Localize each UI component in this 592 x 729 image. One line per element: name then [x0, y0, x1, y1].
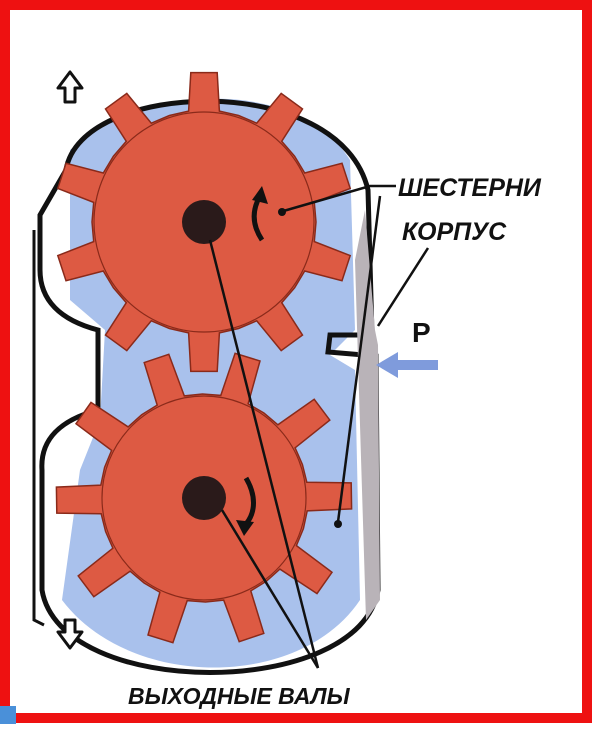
gear-tooth-dot [334, 520, 342, 528]
bottom-strip [0, 706, 16, 724]
label-output-shafts: ВЫХОДНЫЕ ВАЛЫ [128, 683, 351, 709]
label-pressure: P [412, 317, 431, 348]
gear-tooth-dot-upper [278, 208, 286, 216]
lower-gear-hub [182, 476, 226, 520]
label-gears: ШЕСТЕРНИ [398, 174, 542, 202]
arrow-up-icon [58, 72, 82, 102]
label-housing: КОРПУС [402, 218, 507, 246]
upper-gear-hub [182, 200, 226, 244]
pressure-arrow [376, 352, 438, 378]
